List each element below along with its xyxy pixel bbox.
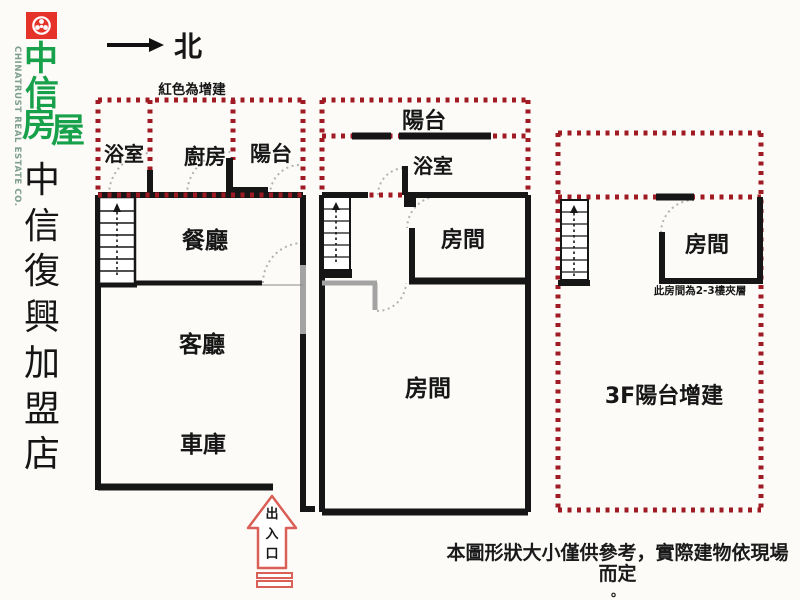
door-swing-arcs xyxy=(108,151,695,312)
entrance-label-char: 出 xyxy=(265,506,278,522)
logo-char: 房 xyxy=(22,105,56,145)
entrance-arrow: 出 入 口 xyxy=(246,494,298,588)
room-label-bathroom-1f: 浴室 xyxy=(104,142,144,166)
store-name-char: 復 xyxy=(23,251,60,293)
logo-char: 信 xyxy=(25,74,59,114)
room-label-room-main: 房間 xyxy=(405,375,451,402)
room-label-balcony-1f: 陽台 xyxy=(250,142,292,166)
addition-note: 紅色為增建 xyxy=(158,81,226,98)
chinatrust-logo: 中 信 房 屋 CHINATRUST REAL ESTATE CO. xyxy=(0,0,95,207)
room-label-kitchen: 廚房 xyxy=(184,145,226,169)
disclaimer-period: 。 xyxy=(610,585,624,600)
north-label: 北 xyxy=(174,30,202,63)
floor2-walls xyxy=(319,132,531,516)
store-name-char: 盟 xyxy=(23,388,60,430)
north-arrow-icon xyxy=(107,38,164,52)
disclaimer: 本圖形狀大小僅供參考，實際建物依現場而定 。 xyxy=(440,543,795,600)
stairs-up-arrow-icon xyxy=(570,205,578,213)
floor3-stairs xyxy=(558,199,590,286)
logo-char: 中 xyxy=(24,39,58,79)
room-label-bathroom-2f: 浴室 xyxy=(413,154,453,178)
addition-dotted-outlines xyxy=(95,97,764,513)
room-label-balcony-2f: 陽台 xyxy=(402,108,446,134)
floor1-stairs xyxy=(97,195,137,288)
entrance-label-char: 口 xyxy=(265,547,278,562)
store-name-char: 中 xyxy=(23,160,60,201)
disclaimer-line: 本圖形狀大小僅供參考，實際建物依現場而定 xyxy=(446,542,789,585)
room-label-living: 客廳 xyxy=(179,331,225,358)
logo-char: 屋 xyxy=(51,111,85,151)
mezzanine-note: 此房間為2-3樓夾層 xyxy=(654,284,746,297)
room-label-room-upper: 房間 xyxy=(441,227,485,253)
floor1-walls xyxy=(95,158,315,512)
logo-flower-icon xyxy=(26,12,57,39)
room-label-garage: 車庫 xyxy=(180,431,226,458)
room-label-dining: 餐廳 xyxy=(182,227,228,254)
floor3-walls xyxy=(656,193,763,284)
store-name-vertical: 中 信 復 興 加 盟 店 xyxy=(18,158,66,478)
store-name-char: 加 xyxy=(23,342,60,384)
store-name-char: 店 xyxy=(23,434,60,476)
stairs-up-arrow-icon xyxy=(113,203,121,212)
entrance-label-char: 入 xyxy=(265,527,278,542)
floor2-stairs xyxy=(321,196,352,278)
balcony-addition-label: 3F陽台增建 xyxy=(605,383,723,409)
store-name-char: 信 xyxy=(23,205,60,247)
room-label-room-3f: 房間 xyxy=(685,232,729,258)
stairs-up-arrow-icon xyxy=(332,202,340,210)
store-name-char: 興 xyxy=(23,297,60,339)
